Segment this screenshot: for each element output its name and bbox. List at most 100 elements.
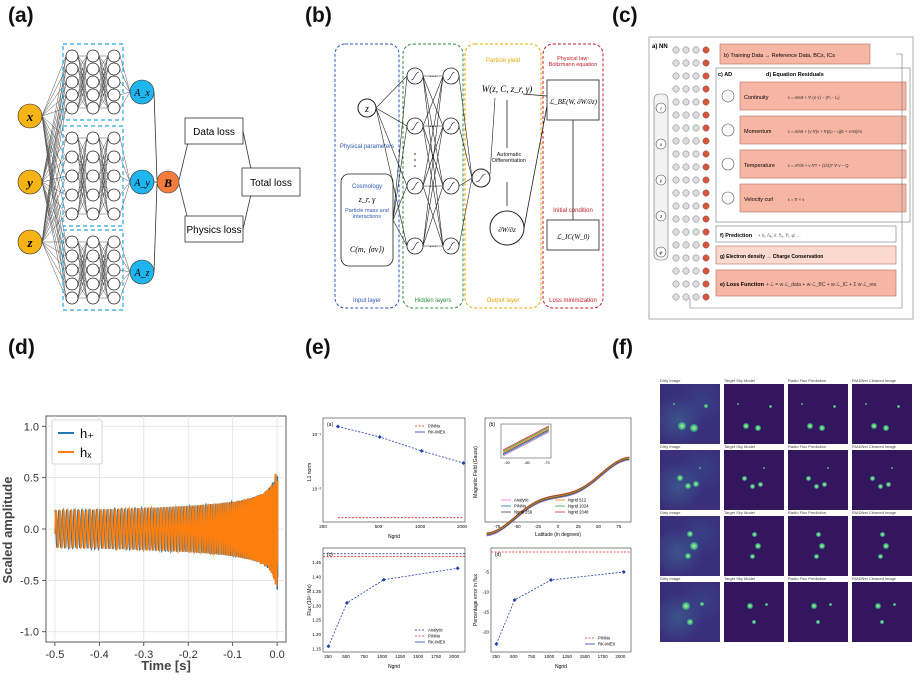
- physical-law-label: Physical law: Boltzmann equation: [548, 56, 598, 69]
- y-tick-label: -15: [482, 610, 489, 615]
- y-tick-label: 1.35: [312, 589, 321, 594]
- hidden-neuron: [65, 150, 79, 164]
- radio-source-blob: [883, 543, 889, 549]
- hidden-neuron: [107, 101, 121, 115]
- nn-hidden-neuron: [692, 228, 700, 236]
- ad-operator-node: [721, 89, 735, 103]
- subplot-b-ylabel: Magnetic Field (Gauss): [473, 446, 479, 498]
- radio-source-blob: [896, 404, 900, 408]
- legend-h-plus: h₊: [80, 426, 94, 441]
- radio-source-blob: [885, 481, 891, 487]
- subplot-a-frame: [322, 417, 466, 523]
- dirty-image-tile: [660, 516, 720, 576]
- hidden-neuron: [65, 207, 79, 221]
- nn-hidden-neuron: [682, 111, 690, 119]
- equation-label: Momentum: [744, 129, 772, 135]
- nn-output-neuron: [702, 59, 710, 67]
- series-line: [502, 431, 550, 457]
- hidden-neuron: [86, 263, 100, 277]
- radio-source-blob: [807, 423, 813, 429]
- nn-hidden-neuron: [692, 59, 700, 67]
- hidden-neuron: [86, 131, 100, 145]
- svg-text:+ ℒ = w·ℒ_data + w·ℒ_BC + w·ℒ_: + ℒ = w·ℒ_data + w·ℒ_BC + w·ℒ_IC + Σ w·ℒ…: [766, 282, 877, 288]
- legend-entry: PINNs: [514, 504, 526, 509]
- svg-text:10⁻¹: 10⁻¹: [312, 432, 321, 437]
- radio-source-blob: [676, 474, 684, 482]
- svg-text:···: ···: [429, 72, 437, 81]
- y-tick-label: -5: [485, 570, 489, 575]
- hidden-neuron: [107, 235, 121, 249]
- legend-entry: Analytic: [514, 498, 529, 503]
- cleaned-image-tile: [788, 582, 848, 642]
- nn-hidden-neuron: [692, 85, 700, 93]
- nn-hidden-neuron: [682, 176, 690, 184]
- nn-hidden-neuron: [692, 293, 700, 301]
- prediction-box: [715, 225, 897, 243]
- legend-entry: RK-IMEX: [428, 430, 446, 435]
- radio-source-blob: [827, 467, 829, 469]
- data-point: [621, 570, 626, 574]
- subplot-c-xlabel: Ngrid: [388, 664, 400, 670]
- image-column-title: Radio Flux Prediction: [788, 576, 827, 581]
- hidden-neuron: [65, 291, 79, 305]
- radio-source-blob: [678, 422, 686, 430]
- series-line: [486, 457, 630, 534]
- svg-text:10⁻²: 10⁻²: [312, 487, 321, 492]
- hidden-layers-label: Hidden layers: [415, 298, 452, 304]
- loss-function-box: [715, 269, 897, 297]
- radio-source-blob: [684, 552, 692, 560]
- nn-hidden-neuron: [682, 254, 690, 262]
- hidden-neuron: [107, 75, 121, 89]
- panel-label-c: (c): [612, 4, 638, 27]
- nn-hidden-neuron: [682, 59, 690, 67]
- electron-density-label: g) Electron density → Charge Conservatio…: [720, 254, 823, 260]
- nn-input-label: t: [660, 106, 662, 111]
- nn-hidden-neuron: [682, 72, 690, 80]
- nn-output-neuron: [702, 150, 710, 158]
- nn-hidden-neuron: [682, 241, 690, 249]
- x-tick-label: -0.5: [45, 649, 64, 661]
- radio-source-blob: [815, 531, 821, 537]
- data-point: [335, 424, 340, 429]
- y-tick-label: 0.5: [24, 473, 39, 485]
- radio-source-blob: [805, 475, 811, 481]
- cosmology-vars: z_r, γ: [358, 195, 376, 204]
- x-tick-label: 2000: [457, 524, 468, 529]
- hidden-neuron: [65, 249, 79, 263]
- nn-hidden-neuron: [682, 98, 690, 106]
- nn-hidden-neuron: [672, 215, 680, 223]
- hidden-neuron: [86, 169, 100, 183]
- nn-input-node: [655, 210, 667, 222]
- radio-source-blob: [865, 403, 867, 405]
- cleaned-image-tile: [852, 582, 912, 642]
- radio-source-blob: [690, 542, 698, 550]
- z-input-label: z: [364, 104, 369, 115]
- x-tick-label: 50: [596, 524, 602, 529]
- legend: [51, 419, 103, 465]
- nn-output-neuron: [702, 46, 710, 54]
- nn-label: a) NN: [652, 44, 668, 50]
- radio-source-blob: [698, 466, 702, 470]
- nn-hidden-neuron: [672, 59, 680, 67]
- x-tick-label: 750: [528, 654, 536, 659]
- nn-hidden-neuron: [682, 267, 690, 275]
- cleaned-image-tile: [852, 384, 912, 444]
- nn-hidden-neuron: [672, 150, 680, 158]
- image-column-title: Target Sky Model: [724, 378, 755, 383]
- nn-input-label: φ: [660, 250, 663, 255]
- panel-label-e: (e): [305, 336, 331, 359]
- image-column-title: Radio Flux Prediction: [788, 444, 827, 449]
- y-tick-label: 1.45: [312, 560, 321, 565]
- nn-output-neuron: [702, 267, 710, 275]
- image-column-title: RIADNet Cleaned Image: [852, 510, 897, 515]
- x-tick-label: 500: [510, 654, 518, 659]
- radio-source-blob: [883, 425, 889, 431]
- loss-box: [542, 43, 604, 309]
- hidden-neuron: [107, 207, 121, 221]
- data-point: [512, 598, 517, 602]
- nn-hidden-neuron: [672, 228, 680, 236]
- hidden-neuron: [86, 291, 100, 305]
- cleaned-image-tile: [852, 450, 912, 510]
- nn-hidden-neuron: [682, 189, 690, 197]
